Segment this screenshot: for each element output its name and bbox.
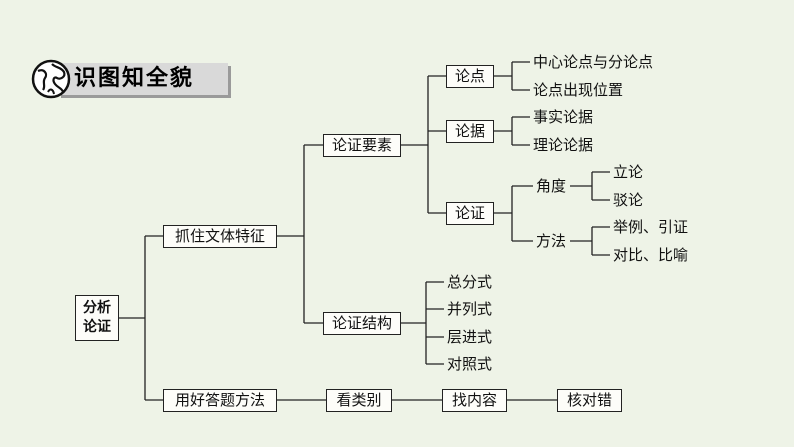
section-header: 识图知全貌 (30, 58, 230, 100)
structure-item: 层进式 (447, 328, 493, 346)
node-reasoning: 论证 (446, 202, 494, 225)
evidence-item: 理论论据 (533, 136, 594, 154)
structure-item: 对照式 (447, 355, 493, 373)
root-node: 分析 论证 (75, 295, 119, 341)
globe-icon (31, 59, 71, 99)
point-item: 中心论点与分论点 (533, 53, 654, 71)
root-line-2: 论证 (83, 319, 111, 335)
node-evidence: 论据 (446, 120, 494, 143)
header-banner (58, 63, 228, 95)
angle-item: 立论 (613, 163, 644, 181)
method-item: 举例、引证 (613, 218, 689, 236)
method-item: 对比、比喻 (613, 246, 689, 264)
reasoning-method: 方法 (536, 232, 567, 250)
step-node: 看类别 (326, 389, 392, 412)
angle-item: 驳论 (613, 191, 644, 209)
node-elements: 论证要素 (323, 134, 401, 157)
step-node: 核对错 (557, 389, 622, 412)
evidence-item: 事实论据 (533, 108, 594, 126)
node-answer-method: 用好答题方法 (163, 389, 277, 412)
step-node: 找内容 (442, 389, 507, 412)
root-line-1: 分析 (83, 300, 111, 316)
reasoning-angle: 角度 (536, 177, 567, 195)
node-structure: 论证结构 (323, 312, 401, 335)
header-title: 识图知全貌 (74, 66, 195, 91)
node-point: 论点 (446, 65, 494, 88)
structure-item: 并列式 (447, 300, 493, 318)
node-features: 抓住文体特征 (163, 225, 277, 248)
point-item: 论点出现位置 (533, 81, 624, 99)
structure-item: 总分式 (447, 273, 493, 291)
